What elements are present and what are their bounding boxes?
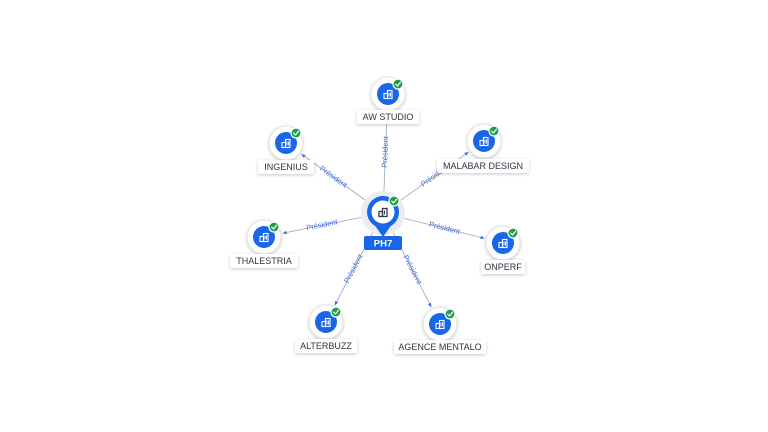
building-icon [281, 138, 291, 149]
building-icon [479, 136, 489, 147]
node-label-bg [481, 260, 525, 274]
node-ingenius[interactable]: INGENIUS [258, 125, 314, 174]
node-label: AGENCE MENTALO [398, 342, 481, 352]
check-icon [290, 127, 302, 139]
center-node[interactable]: PH7 [361, 191, 405, 250]
edge-aw-studio: Président [380, 112, 390, 192]
building-icon [435, 319, 445, 330]
edge-arrow [480, 235, 485, 240]
building-icon [383, 89, 393, 100]
node-label-bg [394, 340, 486, 354]
center-label-bg [364, 236, 402, 250]
edge-onperf: Président [404, 217, 485, 240]
node-onperf[interactable]: ONPERF [481, 225, 525, 274]
edge-label: Président [342, 252, 365, 285]
check-icon [388, 195, 400, 207]
building-icon [498, 238, 508, 249]
check-icon [392, 78, 404, 90]
edge-arrow [282, 230, 287, 235]
node-label: ONPERF [484, 262, 522, 272]
node-label-bg [357, 110, 419, 124]
check-icon [507, 227, 519, 239]
check-icon [488, 125, 500, 137]
building-icon [259, 232, 269, 243]
check-icon [330, 306, 342, 318]
node-aw-studio[interactable]: AW STUDIO [357, 76, 419, 124]
node-malabar-design[interactable]: MALABAR DESIGN [437, 123, 529, 173]
edge-label: Président [401, 253, 424, 286]
node-thalestria[interactable]: THALESTRIA [230, 219, 298, 268]
node-label: AW STUDIO [363, 112, 414, 122]
edge-label: Président [380, 135, 390, 168]
node-label: ALTERBUZZ [300, 341, 352, 351]
edge-label: Président [428, 220, 462, 237]
node-label: INGENIUS [264, 162, 308, 172]
building-icon [378, 207, 388, 218]
node-label: THALESTRIA [236, 256, 292, 266]
edge-arrow [427, 302, 432, 308]
edge-thalestria: Président [282, 216, 362, 235]
edge-label: Président [318, 164, 350, 190]
edge-arrow [301, 154, 306, 158]
check-icon [444, 308, 456, 320]
check-icon [268, 221, 280, 233]
node-agence-mentalo[interactable]: AGENCE MENTALO [394, 306, 486, 354]
center-label: PH7 [374, 239, 392, 250]
node-alterbuzz[interactable]: ALTERBUZZ [295, 304, 357, 353]
node-label-bg [258, 160, 314, 174]
building-icon [321, 317, 331, 328]
node-label-bg [437, 159, 529, 173]
edge-label: Président [306, 217, 340, 232]
node-label-bg [230, 254, 298, 268]
node-label: MALABAR DESIGN [443, 161, 523, 171]
node-label-bg [295, 339, 357, 353]
edge-arrow [334, 300, 339, 306]
edge-arrow [464, 152, 469, 156]
